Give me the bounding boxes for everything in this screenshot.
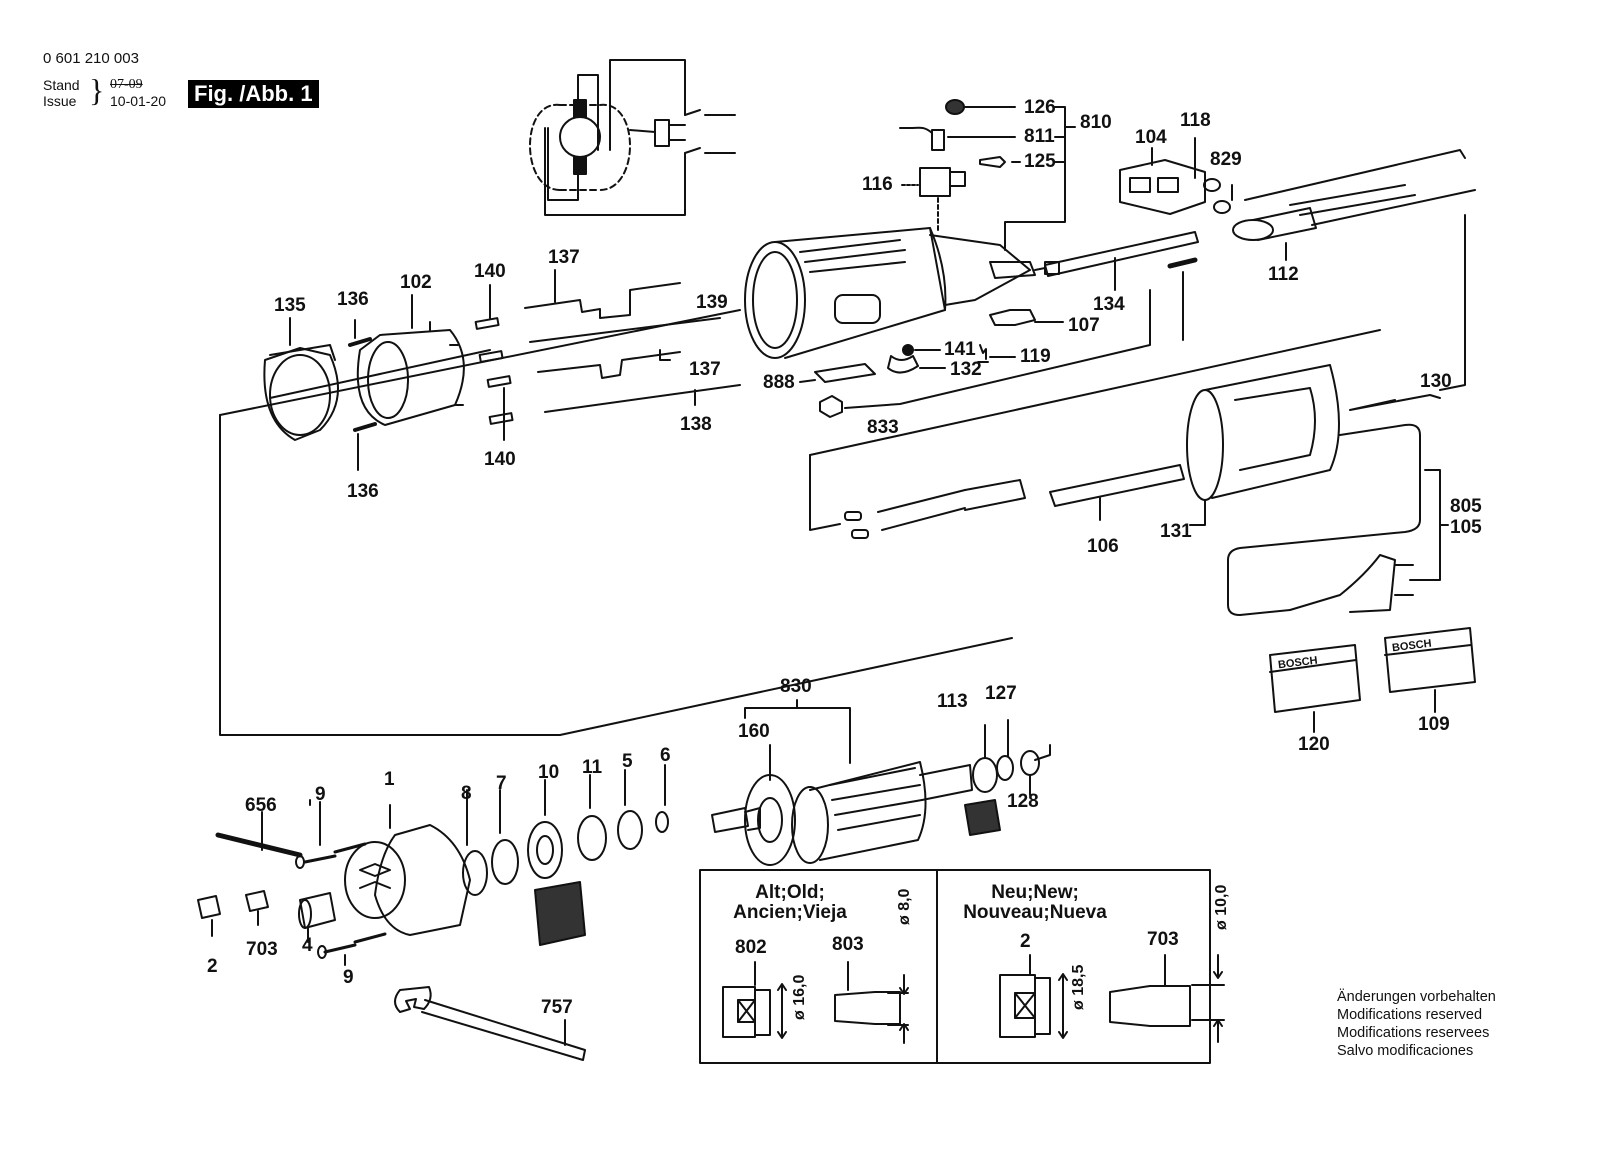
part-label: 136 (347, 481, 379, 502)
new-title: Neu;New; Nouveau;Nueva (950, 883, 1120, 923)
part-label: 137 (548, 247, 580, 268)
part-label: 102 (400, 272, 432, 293)
part-label: 130 (1420, 371, 1452, 392)
part-label: 830 (780, 676, 812, 697)
brush-holder-group (899, 99, 1076, 251)
new-part-b: 703 (1147, 929, 1179, 950)
part-label: 703 (246, 939, 278, 960)
old-dim-outer: ø 16,0 (791, 974, 808, 1020)
part-label: 829 (1210, 149, 1242, 170)
part-label: 112 (1268, 264, 1299, 285)
part-label: 1 (384, 769, 395, 790)
old-title-line1: Alt;Old; (755, 882, 825, 903)
part-label: 126 (1024, 97, 1056, 118)
front-housing (197, 764, 669, 966)
new-title-line1: Neu;New; (991, 882, 1079, 903)
notice-es: Salvo modificaciones (1337, 1043, 1474, 1059)
part-label: 119 (1020, 346, 1051, 367)
part-label: 6 (660, 745, 671, 766)
part-label: 2 (207, 956, 218, 977)
part-label: 127 (985, 683, 1017, 704)
old-part-b: 803 (832, 934, 864, 955)
cable-cover (1232, 149, 1476, 391)
new-dim-outer: ø 18,5 (1070, 964, 1087, 1010)
motor-housing (744, 227, 1046, 359)
part-label: 128 (1007, 791, 1039, 812)
wrench (394, 986, 586, 1061)
part-label: 805 (1450, 496, 1482, 517)
part-label: 5 (622, 751, 633, 772)
old-part-a: 802 (735, 937, 767, 958)
part-label: 757 (541, 997, 573, 1018)
switch-rod (1044, 231, 1199, 341)
figure-label: Fig. /Abb. 1 (188, 80, 319, 108)
part-label: 132 (950, 359, 982, 380)
part-label: 118 (1180, 110, 1211, 131)
small-housing-parts (799, 289, 1151, 418)
new-title-line2: Nouveau;Nueva (963, 902, 1107, 923)
switch-part (1119, 137, 1233, 215)
part-label: 810 (1080, 112, 1112, 133)
part-label: 107 (1068, 315, 1100, 336)
part-label: 7 (496, 773, 507, 794)
part-label: 9 (343, 967, 354, 988)
part-label: 109 (1418, 714, 1450, 735)
old-dim-inner: ø 8,0 (896, 888, 913, 925)
part-label: 120 (1298, 734, 1330, 755)
part-label: 134 (1093, 294, 1125, 315)
issue-label: Issue (43, 93, 77, 109)
stator-parts (219, 294, 1013, 736)
part-label: 125 (1024, 151, 1056, 172)
notice-en: Modifications reserved (1337, 1007, 1483, 1023)
cable-section (809, 329, 1449, 616)
part-label: 105 (1450, 517, 1482, 538)
part-label: 113 (937, 691, 968, 712)
modifications-notice: Änderungen vorbehalten Modifications res… (1337, 988, 1496, 1060)
part-label: 141 (944, 339, 976, 360)
nameplates (1269, 627, 1476, 733)
part-label: 140 (484, 449, 516, 470)
issue-date: 10-01-20 (110, 93, 167, 109)
date-block: 07-09 10-01-20 (110, 77, 166, 109)
stand-issue-labels: Stand Issue (43, 77, 80, 109)
part-label: 888 (763, 372, 795, 393)
old-title-line2: Ancien;Vieja (733, 902, 847, 923)
part-label: 11 (582, 757, 603, 778)
part-number: 0 601 210 003 (43, 50, 139, 67)
armature (711, 699, 1051, 866)
part-label: 138 (680, 414, 712, 435)
wiring-harness (474, 269, 741, 441)
part-label: 8 (461, 783, 472, 804)
notice-de: Änderungen vorbehalten (1337, 989, 1496, 1005)
part-label: 137 (689, 359, 721, 380)
part-label: 160 (738, 721, 770, 742)
part-label: 116 (862, 174, 893, 195)
part-label: 9 (315, 784, 326, 805)
stand-label: Stand (43, 77, 80, 93)
notice-fr: Modifications reservees (1337, 1025, 1490, 1041)
part-label: 10 (538, 762, 560, 783)
wiring-schematic (529, 59, 736, 216)
stand-date: 07-09 (110, 77, 143, 92)
comparison-box (699, 869, 1225, 1064)
brace-symbol: } (89, 72, 105, 108)
part-label: 833 (867, 417, 899, 438)
part-label: 136 (337, 289, 369, 310)
part-label: 656 (245, 795, 277, 816)
old-title: Alt;Old; Ancien;Vieja (715, 883, 865, 923)
part-label: 140 (474, 261, 506, 282)
part-label: 139 (696, 292, 728, 313)
new-part-a: 2 (1020, 931, 1031, 952)
part-label: 135 (274, 295, 306, 316)
part-label: 4 (302, 935, 313, 956)
part-label: 104 (1135, 127, 1167, 148)
new-dim-inner: ø 10,0 (1213, 884, 1230, 930)
part-label: 131 (1160, 521, 1192, 542)
part-label: 106 (1087, 536, 1119, 557)
part-label: 811 (1024, 126, 1055, 147)
